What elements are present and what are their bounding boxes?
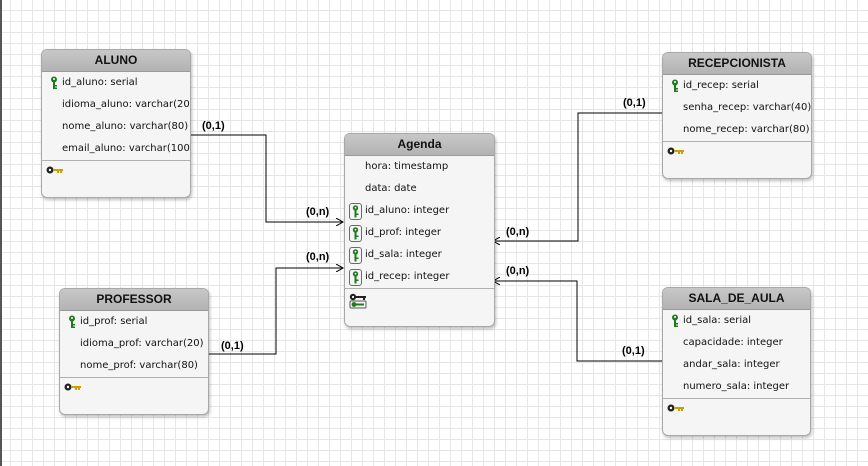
attribute-row[interactable]: id_prof: serial (60, 311, 208, 333)
entity-footer (60, 377, 208, 400)
attribute-text: id_aluno: serial (62, 77, 138, 88)
entity-title: PROFESSOR (60, 289, 208, 311)
entity-title: RECEPCIONISTA (663, 53, 811, 75)
entity-footer (663, 141, 811, 164)
keys-icon (667, 147, 684, 155)
entity-footer (345, 288, 494, 311)
attribute-text: id_sala: integer (365, 249, 442, 260)
cardinality-recepcionista-source: (0,1) (623, 97, 646, 109)
entity-recepcionista[interactable]: RECEPCIONISTA id_recep: serial senha_rec… (662, 52, 812, 179)
attribute-row[interactable]: idioma_prof: varchar(20) (60, 333, 208, 355)
attribute-text: email_aluno: varchar(100 (62, 143, 190, 154)
attribute-row[interactable]: id_sala: serial (663, 310, 810, 332)
attribute-text: nome_prof: varchar(80) (80, 360, 198, 371)
cardinality-aluno-target: (0,n) (306, 206, 330, 218)
attribute-text: data: date (365, 183, 417, 194)
keys-icon (667, 404, 684, 412)
entity-footer (663, 398, 810, 421)
foreign-key-icon (349, 225, 362, 242)
attribute-row[interactable]: id_aluno: serial (42, 72, 190, 94)
cardinality-sala-target: (0,n) (506, 265, 530, 277)
keys-icon (349, 293, 367, 309)
primary-key-icon (672, 314, 678, 327)
attribute-row[interactable]: id_recep: integer (345, 266, 494, 288)
entity-footer (42, 160, 190, 183)
attribute-text: id_aluno: integer (365, 205, 450, 216)
attribute-text: andar_sala: integer (683, 359, 780, 370)
attribute-row[interactable]: email_aluno: varchar(100 (42, 138, 190, 160)
attribute-text: id_sala: serial (683, 315, 752, 326)
foreign-key-icon (349, 247, 362, 264)
attribute-text: id_recep: integer (365, 271, 450, 282)
attribute-row[interactable]: data: date (345, 178, 494, 200)
keys-icon (64, 383, 81, 391)
connector-sala-agenda[interactable] (493, 281, 662, 362)
attribute-text: id_prof: serial (80, 316, 148, 327)
attribute-row[interactable]: nome_prof: varchar(80) (60, 355, 208, 377)
entity-aluno[interactable]: ALUNO id_aluno: serial idioma_aluno: var… (41, 49, 191, 198)
attribute-row[interactable]: id_prof: integer (345, 222, 494, 244)
attribute-text: idioma_aluno: varchar(20 (62, 99, 190, 110)
foreign-key-icon (349, 269, 362, 286)
connector-professor-agenda[interactable] (209, 268, 343, 355)
entity-title: SALA_DE_AULA (663, 288, 810, 310)
connector-recepcionista-agenda[interactable] (493, 112, 662, 241)
primary-key-icon (51, 76, 57, 89)
cardinality-sala-source: (0,1) (622, 345, 645, 357)
entity-agenda[interactable]: Agenda hora: timestamp data: date id_alu… (344, 133, 495, 327)
attribute-row[interactable]: id_recep: serial (663, 75, 811, 97)
attribute-text: nome_recep: varchar(80) (683, 124, 810, 135)
cardinality-professor-source: (0,1) (221, 340, 244, 352)
attribute-row[interactable]: nome_recep: varchar(80) (663, 119, 811, 141)
entity-sala-de-aula[interactable]: SALA_DE_AULA id_sala: serial capacidade:… (662, 287, 811, 436)
cardinality-aluno-source: (0,1) (202, 120, 225, 132)
attribute-text: nome_aluno: varchar(80) (62, 121, 189, 132)
attribute-row[interactable]: capacidade: integer (663, 332, 810, 354)
canvas-left-edge (0, 0, 2, 466)
attribute-row[interactable]: idioma_aluno: varchar(20 (42, 94, 190, 116)
attribute-row[interactable]: hora: timestamp (345, 156, 494, 178)
attribute-text: senha_recep: varchar(40) (683, 102, 812, 113)
attribute-text: hora: timestamp (365, 161, 449, 172)
attribute-text: id_recep: serial (683, 80, 759, 91)
entity-title: ALUNO (42, 50, 190, 72)
foreign-key-icon (349, 203, 362, 220)
keys-icon (46, 166, 63, 174)
attribute-text: capacidade: integer (683, 337, 783, 348)
attribute-row[interactable]: andar_sala: integer (663, 354, 810, 376)
cardinality-professor-target: (0,n) (306, 251, 330, 263)
primary-key-icon (69, 315, 75, 328)
attribute-row[interactable]: nome_aluno: varchar(80) (42, 116, 190, 138)
attribute-row[interactable]: id_sala: integer (345, 244, 494, 266)
entity-professor[interactable]: PROFESSOR id_prof: serial idioma_prof: v… (59, 288, 209, 415)
cardinality-recepcionista-target: (0,n) (506, 226, 530, 238)
attribute-text: idioma_prof: varchar(20) (80, 338, 204, 349)
attribute-row[interactable]: senha_recep: varchar(40) (663, 97, 811, 119)
attribute-text: id_prof: integer (365, 227, 441, 238)
attribute-row[interactable]: id_aluno: integer (345, 200, 494, 222)
primary-key-icon (672, 79, 678, 92)
connector-aluno-agenda[interactable] (191, 134, 343, 222)
attribute-text: numero_sala: integer (683, 381, 790, 392)
attribute-row[interactable]: numero_sala: integer (663, 376, 810, 398)
entity-title: Agenda (345, 134, 494, 156)
